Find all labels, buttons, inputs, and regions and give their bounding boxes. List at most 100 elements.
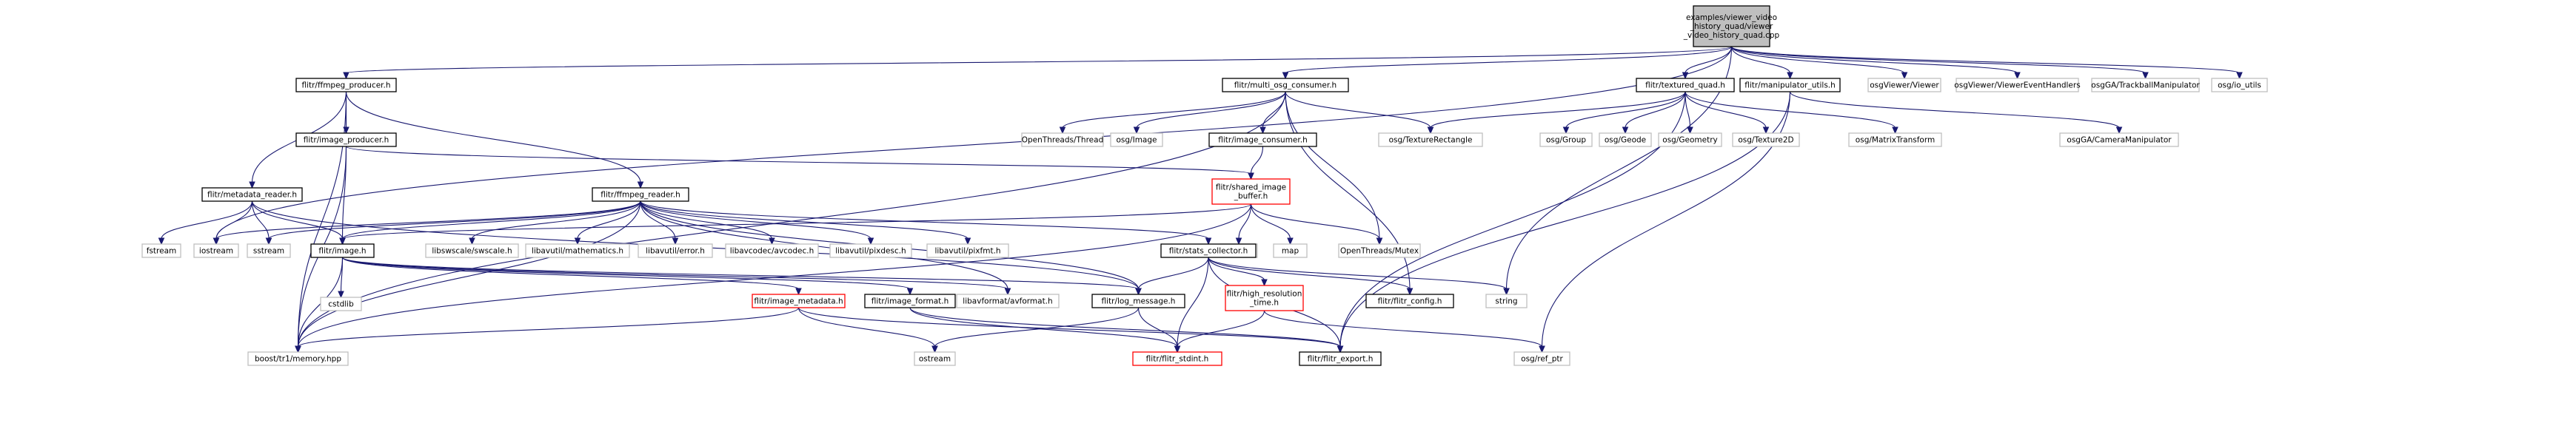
node-hrt[interactable]: flitr/high_resolution_time.h bbox=[1225, 285, 1304, 311]
edge-line bbox=[1250, 203, 1380, 240]
edge-line bbox=[1238, 203, 1252, 240]
node-label: osgViewer/ViewerEventHandlers bbox=[1954, 81, 2080, 90]
node-label: libavutil/pixdesc.h bbox=[835, 247, 906, 256]
node-flitr-export[interactable]: flitr/flitr_export.h bbox=[1299, 351, 1382, 366]
node-box bbox=[2059, 132, 2179, 147]
node-label: flitr/flitr_stdint.h bbox=[1146, 355, 1209, 364]
edge-line bbox=[297, 307, 800, 348]
edge-hrt-to-flitr_stdint bbox=[1174, 310, 1265, 354]
edge-hrt-to-osg_ref_ptr bbox=[1263, 310, 1545, 354]
node-label: osg/MatrixTransform bbox=[1856, 136, 1935, 145]
edge-root-to-osgviewer_handlers bbox=[1730, 46, 2021, 80]
node-flitr-stdint[interactable]: flitr/flitr_stdint.h bbox=[1132, 351, 1222, 366]
edge-metadata_reader-to-fstream bbox=[158, 200, 253, 246]
node-root[interactable]: examples/viewer_video_history_quad/viewe… bbox=[1683, 5, 1780, 47]
edge-root-to-manipulator_utils bbox=[1730, 46, 1793, 80]
node-box bbox=[1693, 5, 1770, 47]
node-label: osg/ref_ptr bbox=[1521, 355, 1563, 364]
edge-line bbox=[1263, 310, 1543, 348]
edge-arrowhead bbox=[1539, 345, 1545, 354]
node-box bbox=[638, 243, 713, 258]
edge-line bbox=[161, 200, 253, 240]
node-osgga-trackball: osgGA/TrackballManipulator bbox=[2091, 78, 2200, 92]
node-image-consumer[interactable]: flitr/image_consumer.h bbox=[1208, 132, 1317, 147]
node-image-format[interactable]: flitr/image_format.h bbox=[864, 294, 956, 308]
edge-line bbox=[341, 257, 911, 290]
node-label: flitr/manipulator_utils.h bbox=[1744, 81, 1836, 90]
node-box bbox=[1299, 351, 1382, 366]
node-label: iostream bbox=[199, 247, 233, 256]
edge-line bbox=[1137, 307, 1178, 348]
edge-manipulator_utils-to-flitr_export bbox=[1336, 91, 1791, 354]
node-metadata-reader[interactable]: flitr/metadata_reader.h bbox=[201, 187, 303, 202]
edge-line bbox=[1208, 257, 1508, 290]
node-box bbox=[1636, 78, 1735, 92]
edge-image-to-avformat bbox=[341, 257, 1011, 296]
edge-arrowhead bbox=[339, 237, 346, 246]
node-image-producer[interactable]: flitr/image_producer.h bbox=[295, 132, 397, 147]
node-label: libavutil/error.h bbox=[646, 247, 705, 256]
node-image[interactable]: flitr/image.h bbox=[310, 243, 375, 258]
edge-line bbox=[297, 200, 641, 348]
node-image-metadata[interactable]: flitr/image_metadata.h bbox=[752, 294, 846, 308]
edge-arrowhead bbox=[1133, 126, 1140, 135]
edge-line bbox=[1789, 91, 2120, 129]
node-multi-osg-consumer[interactable]: flitr/multi_osg_consumer.h bbox=[1222, 78, 1349, 92]
node-osgviewer: osgViewer/Viewer bbox=[1867, 78, 1941, 92]
edge-line bbox=[1730, 46, 2018, 74]
node-box bbox=[1599, 132, 1652, 147]
node-textured-quad[interactable]: flitr/textured_quad.h bbox=[1636, 78, 1735, 92]
edge-arrowhead bbox=[213, 237, 220, 246]
edge-line bbox=[1565, 91, 1686, 129]
node-box bbox=[1848, 132, 1942, 147]
node-fstream: fstream bbox=[141, 243, 181, 258]
edge-arrowhead bbox=[1687, 126, 1693, 135]
node-shared-image-buffer[interactable]: flitr/shared_image_buffer.h bbox=[1211, 178, 1291, 205]
node-avcodec: libavcodec/avcodec.h bbox=[725, 243, 819, 258]
node-cstdlib: cstdlib bbox=[320, 297, 362, 311]
node-ffmpeg-reader[interactable]: flitr/ffmpeg_reader.h bbox=[592, 187, 689, 202]
edge-arrowhead bbox=[469, 237, 475, 246]
node-openthreads-thread: OpenThreads/Thread bbox=[1021, 132, 1104, 147]
edge-image_producer-to-shared_image_buffer bbox=[345, 146, 1254, 180]
node-box bbox=[201, 187, 303, 202]
node-box bbox=[295, 78, 397, 92]
edge-root-to-ffmpeg_producer bbox=[343, 46, 1733, 80]
node-box bbox=[1956, 78, 2079, 92]
node-label: flitr/ffmpeg_reader.h bbox=[600, 191, 680, 200]
node-stats-collector[interactable]: flitr/stats_collector.h bbox=[1160, 243, 1257, 258]
edge-image_producer-to-image bbox=[339, 146, 347, 246]
node-label: boost/tr1/memory.hpp bbox=[255, 355, 341, 364]
node-label: osg/Texture2D bbox=[1738, 136, 1793, 145]
edge-line bbox=[1062, 91, 1286, 129]
edge-arrowhead bbox=[672, 237, 679, 246]
node-ffmpeg-producer[interactable]: flitr/ffmpeg_producer.h bbox=[295, 78, 397, 92]
edge-ffmpeg_reader-to-mathematics bbox=[574, 200, 641, 246]
node-log-message[interactable]: flitr/log_message.h bbox=[1091, 294, 1185, 308]
edge-line bbox=[1685, 46, 1733, 74]
edge-image_consumer-to-shared_image_buffer bbox=[1248, 146, 1264, 180]
node-flitr-config[interactable]: flitr/flitr_config.h bbox=[1365, 294, 1454, 308]
edge-line bbox=[909, 307, 1341, 348]
node-label: osg/io_utils bbox=[2218, 81, 2261, 90]
node-box bbox=[864, 294, 956, 308]
edge-line bbox=[1177, 257, 1209, 348]
edge-ffmpeg_reader-to-pixfmt bbox=[640, 200, 971, 246]
node-box bbox=[525, 243, 630, 258]
node-manipulator-utils[interactable]: flitr/manipulator_utils.h bbox=[1739, 78, 1841, 92]
node-label: flitr/multi_osg_consumer.h bbox=[1234, 81, 1336, 90]
edge-arrowhead bbox=[1282, 72, 1289, 80]
edge-line bbox=[1137, 257, 1209, 290]
edge-ffmpeg_reader-to-error bbox=[640, 200, 679, 246]
node-label: flitr/image_producer.h bbox=[304, 136, 389, 145]
edge-line bbox=[640, 200, 1209, 240]
edge-arrowhead bbox=[338, 291, 344, 299]
edge-arrowhead bbox=[249, 181, 255, 189]
edge-arrowhead bbox=[1406, 288, 1414, 296]
edge-textured_quad-to-osg_group bbox=[1562, 91, 1686, 135]
edge-image_format-to-flitr_export bbox=[909, 307, 1344, 354]
edge-stats_collector-to-flitr_config bbox=[1208, 257, 1414, 296]
edge-arrowhead bbox=[1787, 72, 1793, 80]
node-box bbox=[2091, 78, 2200, 92]
node-box bbox=[1091, 294, 1185, 308]
